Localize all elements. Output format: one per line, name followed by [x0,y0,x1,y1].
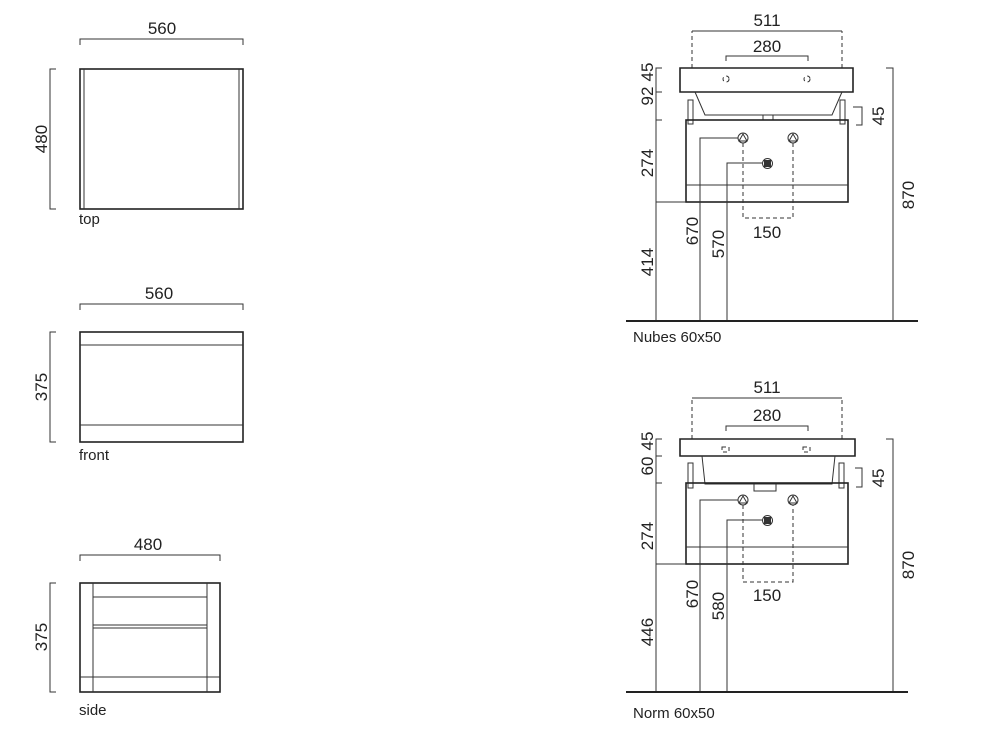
nubes-elevation: 511 280 150 670 570 45 [626,11,918,346]
front-height-label: 375 [32,373,51,401]
norm-dim-446: 446 [638,618,657,646]
norm-dim-150: 150 [753,586,781,605]
norm-dim-280: 280 [753,406,781,425]
norm-dim-580: 580 [709,592,728,620]
norm-dim-511: 511 [753,378,780,397]
norm-dim-870: 870 [899,551,918,579]
side-view-outline [79,582,221,693]
norm-dim-45a: 45 [638,432,657,451]
nubes-dim-870: 870 [899,181,918,209]
norm-dim-670: 670 [683,580,702,608]
top-view-outline [79,68,244,210]
side-view-caption: side [79,702,107,719]
front-view: 560 375 front [32,284,244,464]
nubes-caption: Nubes 60x50 [633,329,721,346]
norm-cabinet [685,482,849,565]
top-height-label: 480 [32,125,51,153]
nubes-dim-511: 511 [753,11,780,30]
norm-dim-60: 60 [638,457,657,476]
norm-dim-45b: 45 [869,469,888,488]
norm-elevation: 511 280 150 670 580 45 [626,378,918,722]
nubes-dim-414: 414 [638,248,657,276]
nubes-dim-280: 280 [753,37,781,56]
front-view-outline [79,331,244,443]
nubes-dim-274: 274 [638,149,657,177]
side-height-label: 375 [32,623,51,651]
nubes-dim-150: 150 [753,223,781,242]
side-view: 480 375 side [32,535,221,719]
nubes-dim-670: 670 [683,217,702,245]
front-width-label: 560 [145,284,173,303]
front-view-caption: front [79,447,110,464]
nubes-dim-45b: 45 [869,107,888,126]
side-width-label: 480 [134,535,162,554]
top-width-label: 560 [148,19,176,38]
nubes-dim-570: 570 [709,230,728,258]
nubes-cabinet [685,119,849,203]
top-view: 560 480 top [32,19,244,228]
nubes-basin-top [679,67,854,93]
norm-dim-274: 274 [638,522,657,550]
nubes-dim-45a: 45 [638,63,657,82]
nubes-dim-92: 92 [638,87,657,106]
norm-caption: Norm 60x50 [633,705,715,722]
top-view-caption: top [79,211,100,228]
norm-basin-top [679,438,856,457]
